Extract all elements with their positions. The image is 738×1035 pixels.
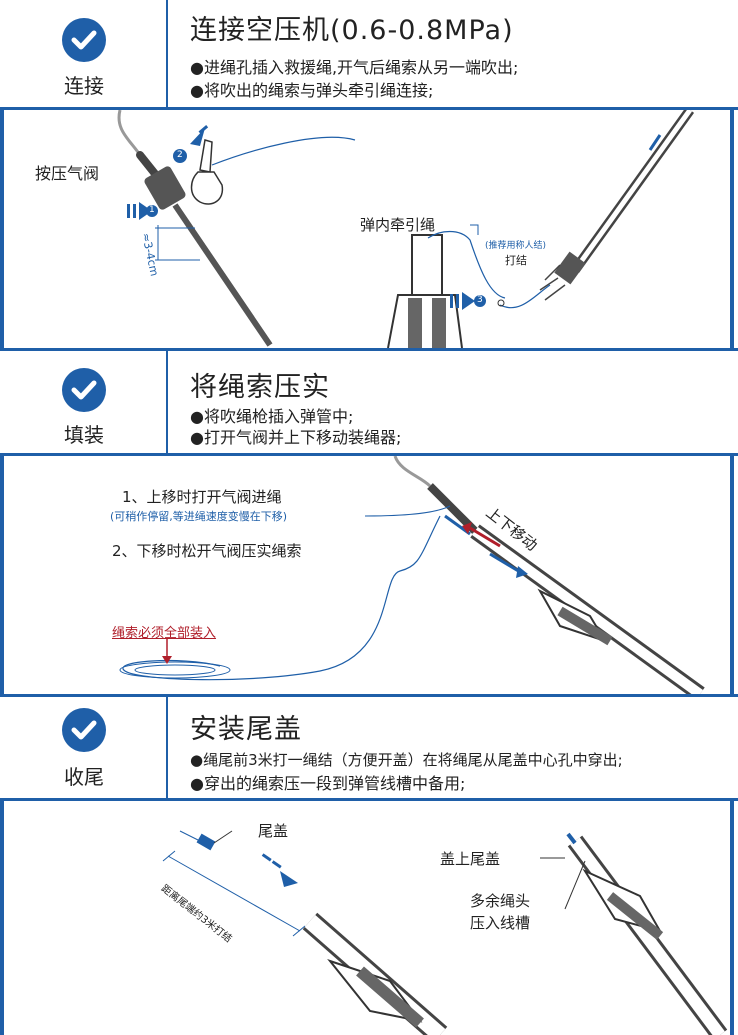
arrow-icon [127,202,158,220]
note-move-up-sub: (可稍作停留,等进绳速度变慢在下移) [110,510,288,523]
note-move-up: 1、上移时打开气阀进绳 [122,488,282,506]
illustration-fill [119,456,705,694]
step-bullet: ●将吹出的绳索与弹头牵引绳连接; [190,81,434,100]
step-title: 将绳索压实 [190,372,330,403]
arrow-icon [261,853,298,887]
step-header-connect: 连接 连接空压机(0.6-0.8MPa) ●进绳孔插入救援绳,开气后绳索从另一端… [0,0,738,107]
step-name: 收尾 [64,765,104,789]
note-move-down: 2、下移时松开气阀压实绳索 [112,542,302,560]
step-label-panel: 收尾 [0,697,168,798]
step-bullet: ●绳尾前3米打一绳结（方便开盖）在将绳尾从尾盖中心孔中穿出; [190,751,623,769]
step-bullet: ●将吹绳枪插入弹管中; [190,407,354,426]
check-circle-icon [62,708,106,752]
check-circle-icon [62,18,106,62]
step-header-finish: 收尾 安装尾盖 ●绳尾前3米打一绳结（方便开盖）在将绳尾从尾盖中心孔中穿出; ●… [0,697,738,798]
step-name: 填装 [64,423,104,447]
put-cap-label: 盖上尾盖 [440,850,501,868]
step-bullet: ●打开气阀并上下移动装绳器; [190,428,402,447]
pull-rope-label: 弹内牵引绳 [360,216,436,234]
step-header-fill: 填装 将绳索压实 ●将吹绳枪插入弹管中; ●打开气阀并上下移动装绳器; [0,351,738,453]
knot-label: 打结 [505,254,527,267]
extra-rope-label: 多余绳头 [470,892,531,910]
tail-cap-label: 尾盖 [258,822,289,840]
recommend-knot-label: (推荐用称人结) [485,241,547,251]
divider [0,348,738,351]
divider [0,798,738,801]
press-valve-label: 按压气阀 [35,164,100,183]
step-label-panel: 连接 [0,0,168,107]
step-bullet: ●进绳孔插入救援绳,开气后绳索从另一端吹出; [190,58,519,77]
arrow-icon [450,292,486,310]
extra-rope-label: 压入线槽 [470,914,531,932]
divider [0,107,738,110]
illustration-finish [162,830,728,1035]
illustration-connect [117,110,695,348]
divider [0,453,738,456]
warning-label: 绳索必须全部装入 [112,626,217,641]
step-marker: 1 [149,205,155,215]
step-title: 安装尾盖 [190,714,302,745]
step-title: 连接空压机(0.6-0.8MPa) [190,15,514,46]
step-bullet: ●穿出的绳索压一段到弹管线槽中备用; [190,774,466,793]
step-name: 连接 [64,74,104,98]
step-label-panel: 填装 [0,351,168,453]
step-marker: 3 [477,295,483,305]
check-circle-icon [62,368,106,412]
divider [0,694,738,697]
step-marker: 2 [177,150,183,160]
arrow-icon [173,125,209,163]
